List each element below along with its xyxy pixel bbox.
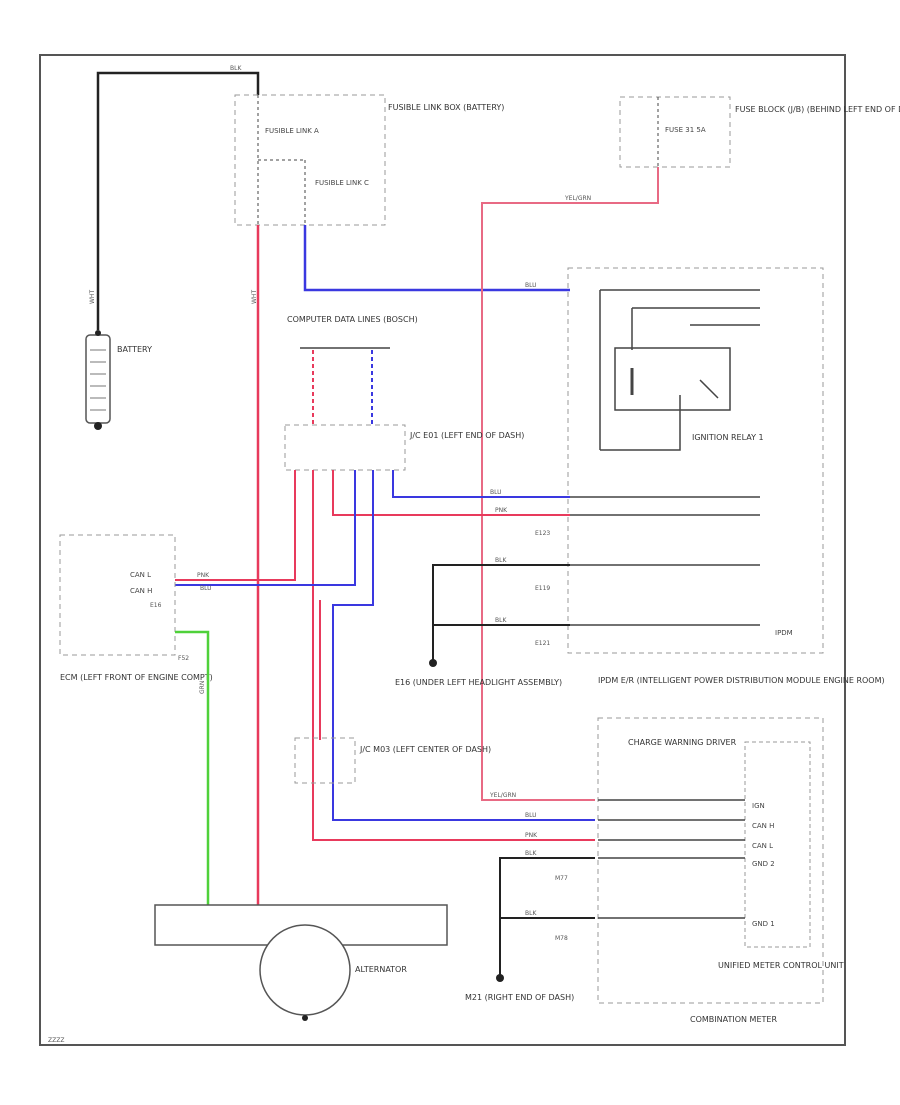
wire-label-alt-l: GRN bbox=[199, 681, 206, 694]
ignition-relay-label: IGNITION RELAY 1 bbox=[692, 433, 764, 442]
ipdm-box bbox=[567, 267, 824, 654]
ecm-pin-can-l: CAN L bbox=[130, 571, 151, 579]
fusible-link-a-label: FUSIBLE LINK A bbox=[265, 127, 319, 135]
connector-e119: E119 bbox=[535, 585, 550, 592]
diagram-frame bbox=[39, 54, 846, 1046]
can-h-ipdm-wire bbox=[332, 470, 570, 516]
ecm-connector: E16 bbox=[150, 602, 162, 609]
meter-control-unit-box bbox=[744, 741, 811, 948]
ecm-title: ECM (LEFT FRONT OF ENGINE COMPT) bbox=[60, 673, 213, 682]
meter-pin-gnd1: GND 1 bbox=[752, 920, 775, 928]
fuse-block bbox=[619, 96, 731, 168]
ecm-pin-can-h: CAN H bbox=[130, 587, 152, 595]
connector-m77: M77 bbox=[555, 875, 568, 882]
wire-label-meter-can-l: PNK bbox=[525, 832, 538, 839]
wire-label-meter-can-h: BLU bbox=[525, 812, 537, 819]
fusible-c-ipdm-wire bbox=[303, 225, 570, 292]
meter-ground-wire-2 bbox=[499, 857, 595, 975]
can-l-ipdm-wire bbox=[392, 470, 570, 498]
meter-unit-label: UNIFIED METER CONTROL UNIT bbox=[718, 961, 844, 970]
can-h-meter-wire bbox=[312, 470, 595, 841]
jc-m03 bbox=[294, 737, 356, 784]
meter-pin-ign: IGN bbox=[752, 802, 765, 810]
diagram-footnote: ZZZZ bbox=[48, 1037, 64, 1044]
connector-m78: M78 bbox=[555, 935, 568, 942]
wire-label-ipdm-can-h: PNK bbox=[495, 507, 508, 514]
wire-label-ipdm-can-l: BLU bbox=[490, 489, 502, 496]
can-h-ecm-wire bbox=[175, 470, 296, 581]
alternator-body bbox=[259, 924, 351, 1016]
battery-feed-wire bbox=[96, 71, 260, 330]
ground-m21 bbox=[496, 974, 504, 982]
alternator-l-wire bbox=[175, 630, 210, 905]
ecm-box bbox=[59, 534, 176, 656]
jc-e01 bbox=[284, 424, 406, 471]
ground-m21-label: M21 (RIGHT END OF DASH) bbox=[465, 993, 574, 1002]
fusible-link-c-label: FUSIBLE LINK C bbox=[315, 179, 369, 187]
combination-meter-box bbox=[597, 717, 824, 1004]
can-l-ecm-wire bbox=[175, 470, 356, 586]
meter-pin-can-l: CAN L bbox=[752, 842, 773, 850]
combination-meter-footer: COMBINATION METER bbox=[690, 1015, 777, 1024]
battery bbox=[85, 330, 111, 430]
meter-pin-gnd2: GND 2 bbox=[752, 860, 775, 868]
charge-warning-label: CHARGE WARNING DRIVER bbox=[628, 738, 737, 747]
wire-label-ipdm-gnd-2: BLK bbox=[495, 617, 507, 624]
ipdm-title: IPDM E/R (INTELLIGENT POWER DISTRIBUTION… bbox=[598, 676, 885, 685]
meter-pin-can-h: CAN H bbox=[752, 822, 774, 830]
ipdm-internal-wire-5 bbox=[600, 395, 681, 451]
connector-e121: E121 bbox=[535, 640, 550, 647]
wire-label-ecm-can-h: PNK bbox=[197, 572, 210, 579]
battery-label: BATTERY bbox=[117, 345, 152, 354]
fusible-link-box bbox=[234, 94, 386, 226]
fuse-meter-ign-wire bbox=[481, 167, 659, 801]
fusible-link-box-title: FUSIBLE LINK BOX (BATTERY) bbox=[388, 103, 504, 112]
ignition-relay-switch bbox=[699, 379, 719, 399]
wire-label-meter-ign: YEL/GRN bbox=[489, 792, 516, 799]
fuse-block-title: FUSE BLOCK (J/B) (BEHIND LEFT END OF DAS… bbox=[735, 105, 900, 114]
ground-e16 bbox=[429, 659, 437, 667]
wire-label-battery-2: WHT bbox=[89, 290, 96, 304]
wire-label-ecm-can-l: BLU bbox=[200, 585, 212, 592]
jc-m03-label: J/C M03 (LEFT CENTER OF DASH) bbox=[359, 745, 491, 754]
alternator-ground bbox=[302, 1015, 308, 1021]
jc-e01-label: J/C E01 (LEFT END OF DASH) bbox=[409, 431, 524, 440]
ignition-relay-box bbox=[614, 347, 731, 411]
ipdm-corner-label: IPDM bbox=[775, 629, 793, 637]
connector-f52: F52 bbox=[178, 655, 189, 662]
ground-e16-label: E16 (UNDER LEFT HEADLIGHT ASSEMBLY) bbox=[395, 678, 562, 687]
connector-e123: E123 bbox=[535, 530, 550, 537]
wire-label-meter-gnd2: BLK bbox=[525, 850, 537, 857]
alternator-label: ALTERNATOR bbox=[355, 965, 407, 974]
wire-label-battery: BLK bbox=[230, 65, 242, 72]
wire-label-ipdm-gnd-1: BLK bbox=[495, 557, 507, 564]
wire-label-fl-c: BLU bbox=[525, 282, 537, 289]
ipdm-ground-wire-1 bbox=[432, 564, 570, 660]
wire-label-fuse-31: YEL/GRN bbox=[564, 195, 591, 202]
can-l-meter-wire bbox=[332, 470, 595, 821]
wire-label-alt-b: WHT bbox=[251, 290, 258, 304]
computer-data-lines-label: COMPUTER DATA LINES (BOSCH) bbox=[287, 315, 418, 324]
fuse-31-label: FUSE 31 5A bbox=[665, 126, 706, 134]
wire-label-meter-gnd1: BLK bbox=[525, 910, 537, 917]
